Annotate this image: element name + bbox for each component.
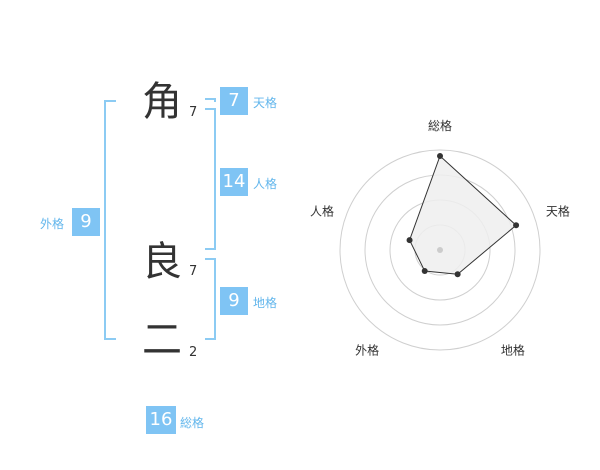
radar-axis-label-2: 地格: [501, 342, 525, 357]
soukaku-value-badge: 16: [146, 406, 176, 434]
tenkaku-value-badge: 7: [220, 87, 248, 115]
name-char-2: 良: [142, 239, 182, 285]
radar-point-1: [513, 222, 520, 229]
chikaku-bracket: [205, 258, 216, 340]
jinkaku-value-badge: 14: [220, 168, 248, 196]
radar-point-0: [437, 153, 443, 159]
chikaku-value-badge: 9: [220, 287, 248, 315]
radar-axis-label-1: 天格: [546, 204, 570, 219]
name-char-1: 角: [142, 79, 182, 125]
tenkaku-bracket: [205, 98, 216, 102]
radar-point-3: [421, 268, 428, 275]
radar-center-dot: [437, 247, 443, 253]
tenkaku-label: 天格: [253, 96, 278, 110]
radar-point-4: [406, 237, 413, 244]
name-char-2-strokes: 7: [189, 264, 198, 279]
radar-points: [406, 153, 520, 278]
gaikaku-bracket: [104, 100, 116, 340]
name-char-3: 二: [142, 317, 182, 363]
name-char-3-strokes: 2: [189, 345, 198, 360]
name-char-1-strokes: 7: [189, 105, 198, 120]
chikaku-label: 地格: [253, 296, 278, 310]
gaikaku-value-badge: 9: [72, 208, 100, 236]
radar-point-2: [454, 271, 461, 278]
soukaku-label: 総格: [180, 416, 205, 430]
radar-ring-4: [339, 149, 541, 351]
radar-axis-label-4: 人格: [310, 204, 334, 219]
gaikaku-label: 外格: [40, 217, 65, 231]
jinkaku-label: 人格: [253, 177, 278, 191]
radar-axis-label-0: 総格: [428, 118, 452, 133]
radar-axis-label-3: 外格: [355, 342, 379, 357]
jinkaku-bracket: [205, 108, 216, 250]
radar-area: [409, 155, 517, 275]
